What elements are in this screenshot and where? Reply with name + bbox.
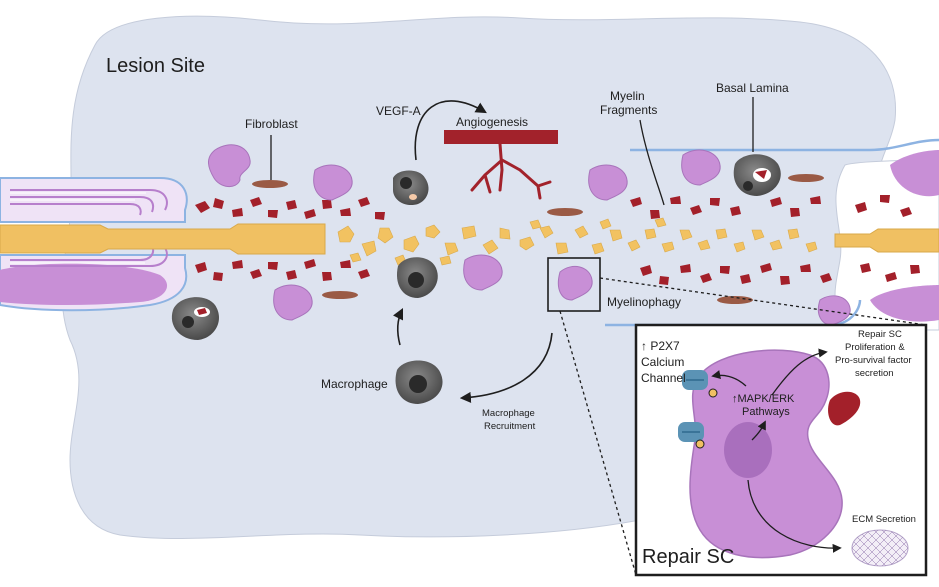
left-nerve-end xyxy=(0,177,326,312)
myelin-fragment xyxy=(828,391,861,426)
macrophage-cell xyxy=(171,297,219,340)
fibroblast-label: Fibroblast xyxy=(245,117,298,131)
p2x7-label-line1: ↑ P2X7 xyxy=(641,339,680,353)
repair-outcome-label-line1: Repair SC xyxy=(858,329,902,340)
repair-sc-title: Repair SC xyxy=(642,546,734,568)
vegf-a-label: VEGF-A xyxy=(376,104,421,118)
myelin-debris-field xyxy=(337,217,818,266)
p2x7-channel-icon xyxy=(678,422,705,449)
process-arrows xyxy=(392,100,553,404)
repair-sc-inset: Repair SC ↑ P2X7 Calcium Channel ↑MAPK/E… xyxy=(634,323,928,577)
mapk-label-line1: ↑MAPK/ERK xyxy=(732,393,795,405)
myelinophagy-label: Myelinophagy xyxy=(607,295,681,309)
macrophage-cell xyxy=(393,170,429,206)
repair-outcome-label-line2: Proliferation & xyxy=(845,342,905,353)
fibroblasts xyxy=(252,174,824,304)
basal-lamina-label: Basal Lamina xyxy=(716,81,789,95)
macrophage-cell xyxy=(733,154,781,196)
mapk-label-line2: Pathways xyxy=(742,406,790,418)
p2x7-channel-icon xyxy=(682,370,718,398)
zoom-indicator xyxy=(547,257,927,576)
macrophage-cell xyxy=(396,257,438,298)
macrophage-label: Macrophage xyxy=(321,377,388,391)
angiogenesis-label: Angiogenesis xyxy=(456,115,528,129)
nucleus xyxy=(724,422,772,478)
macrophage-cell xyxy=(395,360,443,404)
repair-outcome-label-line4: secretion xyxy=(855,368,894,379)
repair-outcome-label-line3: Pro-survival factor xyxy=(835,355,912,366)
p2x7-label-line3: Channel xyxy=(641,371,686,385)
myelin-fragments-label-line1: Myelin xyxy=(610,89,645,103)
p2x7-label-line2: Calcium xyxy=(641,355,684,369)
blood-vessel xyxy=(444,130,558,200)
myelin-fragments-label-line2: Fragments xyxy=(600,103,657,117)
ecm-label: ECM Secretion xyxy=(852,514,916,525)
lesion-site-label: Lesion Site xyxy=(106,55,205,77)
right-nerve-end xyxy=(834,150,939,331)
macrophage-recruitment-label-line2: Recruitment xyxy=(484,421,536,432)
red-debris-field xyxy=(195,195,920,285)
label-leaders xyxy=(270,97,754,206)
macrophage-recruitment-label-line1: Macrophage xyxy=(482,408,535,419)
repair-schwann-cells xyxy=(208,144,851,326)
macrophages xyxy=(171,154,781,404)
